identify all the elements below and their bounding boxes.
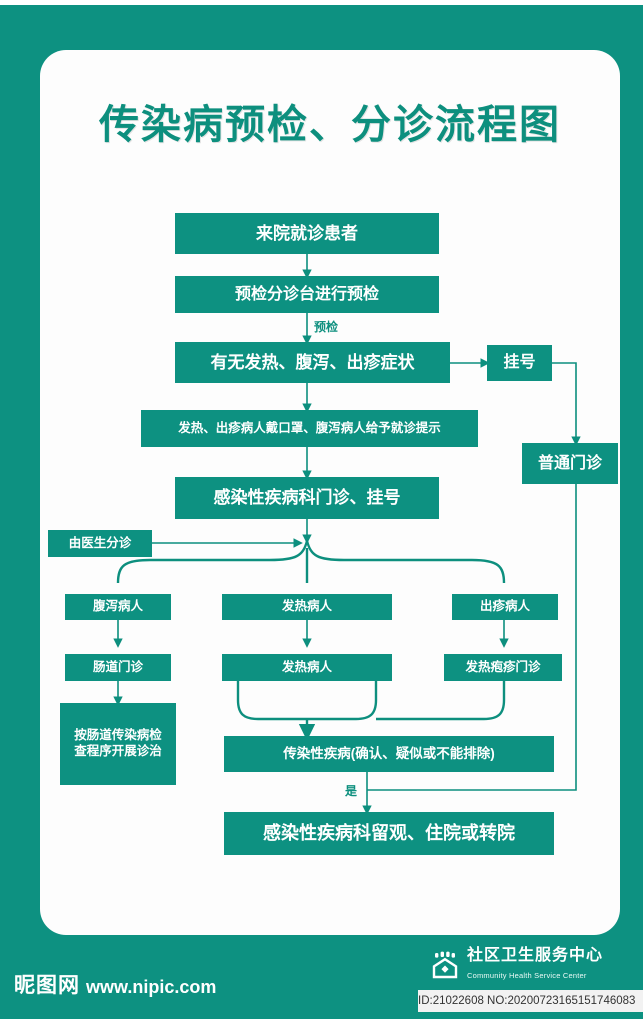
node-diarrhea-patient[interactable]: 腹泻病人 [65, 594, 171, 620]
id-bar: ID:21022608 NO:20200723165151746083 [418, 990, 643, 1012]
watermark: 昵图网 www.nipic.com [14, 973, 217, 997]
node-intestinal-clinic[interactable]: 肠道门诊 [65, 654, 171, 681]
node-infectious-clinic-registration[interactable]: 感染性疾病科门诊、挂号 [175, 477, 439, 519]
footer-logo-text: 社区卫生服务中心 Community Health Service Center [467, 945, 604, 983]
watermark-cn: 昵图网 [14, 973, 80, 997]
node-registration[interactable]: 挂号 [487, 345, 552, 381]
node-fever-herpes-clinic[interactable]: 发热疱疹门诊 [444, 654, 562, 681]
node-intestinal-procedure[interactable]: 按肠道传染病检 查程序开展诊治 [60, 703, 176, 785]
page-title: 传染病预检、分诊流程图 [99, 101, 561, 148]
node-infectious-disease-confirm[interactable]: 传染性疾病(确认、疑似或不能排除) [224, 736, 554, 772]
node-fever-patient[interactable]: 发热病人 [222, 594, 392, 620]
node-rash-patient[interactable]: 出疹病人 [452, 594, 558, 620]
node-incoming-patient[interactable]: 来院就诊患者 [175, 213, 439, 254]
footer-logo-en: Community Health Service Center [467, 971, 587, 980]
node-doctor-triage[interactable]: 由医生分诊 [48, 530, 152, 557]
watermark-url: www.nipic.com [86, 977, 217, 997]
node-fever-patient-2[interactable]: 发热病人 [222, 654, 392, 681]
node-triage-desk[interactable]: 预检分诊台进行预检 [175, 276, 439, 313]
footer-logo: 社区卫生服务中心 Community Health Service Center [430, 945, 604, 983]
footer-logo-cn: 社区卫生服务中心 [467, 945, 604, 964]
edge-label-pre-check: 预检 [314, 320, 339, 334]
node-symptom-check[interactable]: 有无发热、腹泻、出疹症状 [175, 342, 450, 383]
node-observation-admission-transfer[interactable]: 感染性疾病科留观、住院或转院 [224, 812, 554, 855]
edge-label-yes: 是 [345, 784, 358, 798]
node-mask-guidance[interactable]: 发热、出疹病人戴口罩、腹泻病人给予就诊提示 [141, 410, 478, 447]
health-center-house-icon [430, 950, 460, 980]
node-general-clinic[interactable]: 普通门诊 [522, 443, 618, 484]
